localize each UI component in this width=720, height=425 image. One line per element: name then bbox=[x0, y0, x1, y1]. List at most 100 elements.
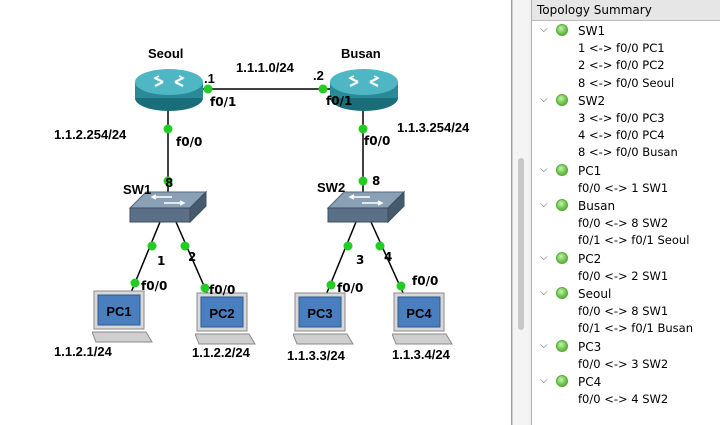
port-dot bbox=[200, 283, 210, 293]
sw1-port2-label: 2 bbox=[188, 250, 197, 264]
port-dot bbox=[358, 124, 368, 134]
sw2-port8-label: 8 bbox=[372, 174, 381, 188]
green-status-dot-icon bbox=[556, 374, 568, 387]
topology-tree: ⌵ SW1 1 <-> f0/0 PC1 2 <-> f0/0 PC2 8 <-> f0… bbox=[532, 22, 720, 408]
chevron-down-icon[interactable]: ⌵ bbox=[540, 374, 548, 386]
seoul-wan-host-label: .1 bbox=[204, 71, 215, 86]
pc4-icon[interactable]: PC4 bbox=[392, 292, 454, 348]
tree-link-item[interactable]: f0/1 <-> f0/1 Seoul bbox=[578, 233, 690, 248]
port-dot bbox=[203, 84, 213, 94]
tree-link-item[interactable]: f0/0 <-> 2 SW1 bbox=[578, 268, 669, 283]
tree-node-pc1[interactable]: ⌵ PC1 bbox=[532, 162, 720, 180]
tree-node-label: Busan bbox=[578, 199, 616, 214]
pc2-ip-label: 1.1.2.2/24 bbox=[192, 345, 250, 360]
chevron-down-icon[interactable]: ⌵ bbox=[540, 93, 548, 105]
pc4-ip-label: 1.1.3.4/24 bbox=[392, 347, 450, 362]
pc3-icon[interactable]: PC3 bbox=[293, 292, 355, 348]
green-status-dot-icon bbox=[556, 286, 568, 299]
switch-sw2-icon[interactable] bbox=[326, 190, 406, 226]
chevron-down-icon[interactable]: ⌵ bbox=[540, 163, 548, 175]
router-seoul-label: Seoul bbox=[148, 46, 184, 61]
pc4-f00-port-label: f0/0 bbox=[412, 274, 439, 288]
tree-link-item[interactable]: f0/0 <-> 8 SW1 bbox=[578, 303, 669, 318]
pc1-ip-label: 1.1.2.1/24 bbox=[54, 344, 112, 359]
green-status-dot-icon bbox=[556, 93, 568, 106]
port-dot bbox=[318, 84, 328, 94]
tree-link-item[interactable]: f0/1 <-> f0/1 Busan bbox=[578, 321, 694, 336]
canvas-scrollbar-thumb[interactable] bbox=[518, 158, 524, 330]
busan-lan-ip-label: 1.1.3.254/24 bbox=[397, 120, 470, 135]
router-seoul-icon[interactable] bbox=[133, 64, 205, 114]
tree-node-label: SW2 bbox=[578, 93, 606, 108]
seoul-lan-ip-label: 1.1.2.254/24 bbox=[54, 127, 127, 142]
port-dot bbox=[375, 241, 385, 251]
pc1-screen-label: PC1 bbox=[106, 304, 131, 319]
pc4-screen-label: PC4 bbox=[406, 306, 432, 321]
port-dot bbox=[326, 280, 336, 290]
tree-node-sw1[interactable]: ⌵ SW1 bbox=[532, 22, 720, 40]
tree-node-label: PC3 bbox=[578, 339, 602, 354]
tree-link-item[interactable]: f0/0 <-> 8 SW2 bbox=[578, 216, 669, 231]
tree-node-label: PC1 bbox=[578, 163, 602, 178]
pc3-ip-label: 1.1.3.3/24 bbox=[287, 348, 345, 363]
chevron-down-icon[interactable]: ⌵ bbox=[540, 286, 548, 298]
port-dot bbox=[130, 278, 140, 288]
sw1-port8-label: 8 bbox=[165, 176, 174, 190]
green-status-dot-icon bbox=[556, 339, 568, 352]
tree-node-label: PC2 bbox=[578, 251, 602, 266]
canvas-scrollbar[interactable] bbox=[512, 0, 529, 425]
tree-link-item[interactable]: 4 <-> f0/0 PC4 bbox=[578, 128, 665, 143]
port-dot bbox=[358, 176, 368, 186]
router-busan-icon[interactable] bbox=[328, 64, 400, 114]
switch-sw2-label: SW2 bbox=[317, 180, 346, 195]
topology-summary-panel: Topology Summary ⌵ SW1 1 <-> f0/0 PC1 2 <->… bbox=[531, 0, 720, 425]
port-dot bbox=[180, 241, 190, 251]
tree-link-item[interactable]: f0/0 <-> 1 SW1 bbox=[578, 180, 669, 195]
pc2-f00-port-label: f0/0 bbox=[209, 283, 236, 297]
chevron-down-icon[interactable]: ⌵ bbox=[540, 339, 548, 351]
tree-link-item[interactable]: 2 <-> f0/0 PC2 bbox=[578, 58, 665, 73]
panel-title: Topology Summary bbox=[532, 0, 720, 21]
link-layer bbox=[129, 84, 406, 296]
tree-node-label: SW1 bbox=[578, 24, 606, 38]
sw2-port4-label: 4 bbox=[384, 250, 393, 264]
busan-wan-host-label: .2 bbox=[313, 68, 324, 83]
port-dots bbox=[130, 84, 406, 293]
tree-node-sw2[interactable]: ⌵ SW2 bbox=[532, 92, 720, 110]
pc3-screen-label: PC3 bbox=[307, 306, 332, 321]
pc2-screen-label: PC2 bbox=[209, 306, 234, 321]
tree-node-pc2[interactable]: ⌵ PC2 bbox=[532, 250, 720, 268]
chevron-down-icon[interactable]: ⌵ bbox=[540, 251, 548, 263]
tree-node-label: PC4 bbox=[578, 374, 602, 389]
tree-node-seoul[interactable]: ⌵ Seoul bbox=[532, 285, 720, 303]
tree-link-item[interactable]: f0/0 <-> 4 SW2 bbox=[578, 391, 669, 406]
link-sw1-pc2[interactable] bbox=[175, 221, 209, 296]
tree-node-pc4[interactable]: ⌵ PC4 bbox=[532, 373, 720, 391]
sw2-port3-label: 3 bbox=[356, 253, 365, 267]
tree-link-item[interactable]: 8 <-> f0/0 Seoul bbox=[578, 75, 675, 90]
tree-link-item[interactable]: 1 <-> f0/0 PC1 bbox=[578, 41, 665, 55]
pc1-icon[interactable]: PC1 bbox=[92, 290, 154, 346]
seoul-f00-port-label: f0/0 bbox=[176, 135, 203, 149]
port-dot bbox=[396, 281, 406, 291]
tree-node-busan[interactable]: ⌵ Busan bbox=[532, 197, 720, 215]
port-dot bbox=[343, 241, 353, 251]
tree-link-item[interactable]: 3 <-> f0/0 PC3 bbox=[578, 110, 665, 125]
tree-node-label: Seoul bbox=[578, 286, 612, 301]
chevron-down-icon[interactable]: ⌵ bbox=[540, 24, 548, 35]
tree-node-pc3[interactable]: ⌵ PC3 bbox=[532, 338, 720, 356]
tree-link-item[interactable]: f0/0 <-> 3 SW2 bbox=[578, 356, 669, 371]
tree-link-item[interactable]: 8 <-> f0/0 Busan bbox=[578, 145, 678, 160]
green-status-dot-icon bbox=[556, 251, 568, 264]
port-dot bbox=[163, 124, 173, 134]
switch-sw1-label: SW1 bbox=[123, 182, 152, 197]
router-busan-label: Busan bbox=[341, 46, 381, 61]
port-dot bbox=[147, 241, 157, 251]
chevron-down-icon[interactable]: ⌵ bbox=[540, 199, 548, 211]
topology-canvas[interactable]: PC1 PC2 PC3 PC4 Seoul Busan SW1 SW2 1.1.… bbox=[0, 0, 512, 425]
pc2-icon[interactable]: PC2 bbox=[195, 292, 257, 348]
switch-sw1-icon[interactable] bbox=[128, 190, 208, 226]
port-dot bbox=[163, 176, 173, 186]
pc1-f00-port-label: f0/0 bbox=[141, 279, 168, 293]
seoul-f01-port-label: f0/1 bbox=[210, 95, 237, 109]
